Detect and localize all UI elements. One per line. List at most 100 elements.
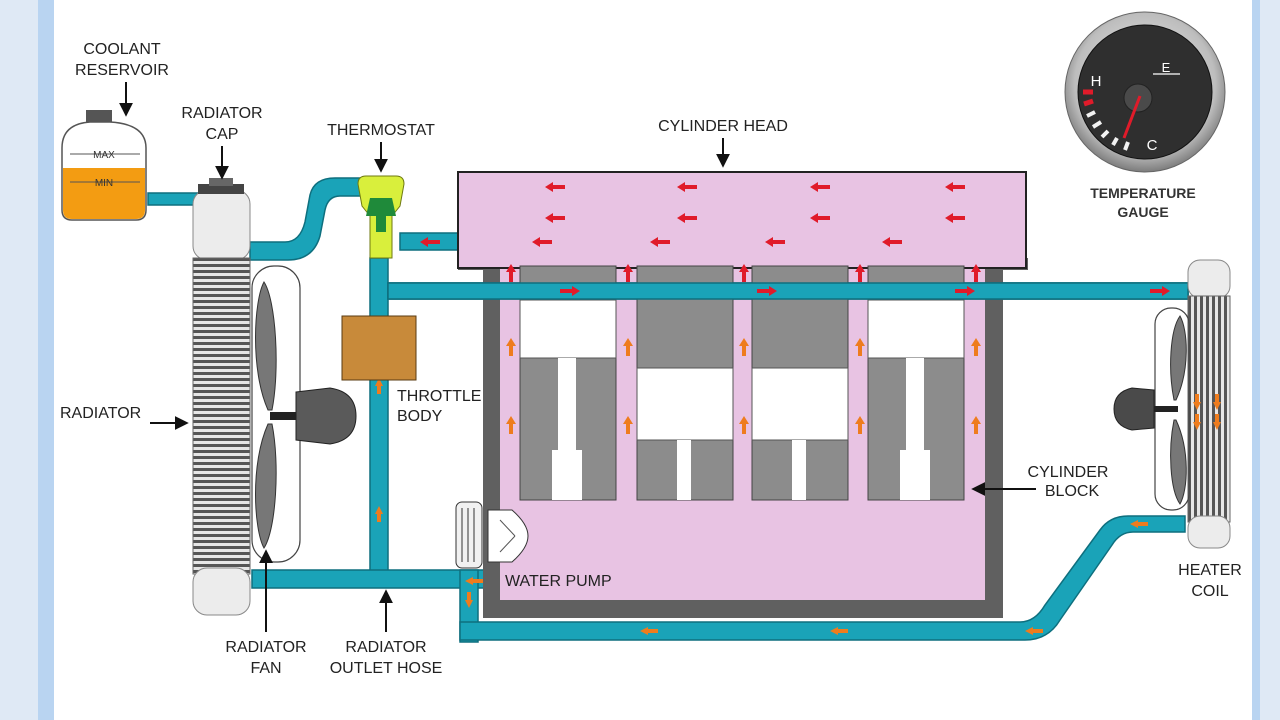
piston-4 <box>867 299 965 359</box>
label-radiator-fan-2: FAN <box>250 660 281 677</box>
flow-arrow <box>465 577 483 585</box>
pump-pulley <box>455 501 483 569</box>
fan-blade-lower <box>255 423 277 549</box>
flow-arrow <box>765 237 785 247</box>
heater-fan-hub <box>1152 406 1178 412</box>
flow-arrow <box>677 213 697 223</box>
flow-arrow <box>677 182 697 192</box>
label-throttle-body-1: THROTTLE <box>397 388 481 405</box>
flow-arrow <box>830 627 848 635</box>
radiator-bottom-tank <box>192 567 251 616</box>
label-radiator-cap-2: CAP <box>206 126 239 143</box>
flow-arrow <box>1193 414 1201 430</box>
temperature-gauge: H C E <box>1064 11 1226 173</box>
reservoir-hose <box>147 192 201 206</box>
flow-arrow <box>506 338 516 356</box>
label-radiator: RADIATOR <box>60 405 141 422</box>
flow-arrow <box>971 264 981 282</box>
fan-hub <box>270 412 296 420</box>
flow-arrow <box>1213 414 1221 430</box>
flow-arrow <box>971 338 981 356</box>
flow-arrow <box>1150 286 1170 296</box>
radiator-fan <box>251 265 357 563</box>
label-temperature-gauge-1: TEMPERATURE <box>1090 185 1196 201</box>
piston-3 <box>751 367 849 441</box>
pump-housing <box>487 509 529 563</box>
max-label: MAX <box>93 150 115 161</box>
flow-arrow <box>506 416 516 434</box>
heater-fan-motor <box>1113 387 1155 431</box>
label-coolant-reservoir-2: RESERVOIR <box>75 62 169 79</box>
left-border-stripe <box>38 0 54 720</box>
flow-arrow <box>1025 627 1043 635</box>
flow-arrow <box>623 338 633 356</box>
label-heater-coil-2: COIL <box>1191 583 1228 600</box>
reservoir-coolant <box>63 168 145 219</box>
label-radiator-outlet-hose-2: OUTLET HOSE <box>330 660 443 677</box>
gauge-coolant-symbol: E <box>1162 60 1171 75</box>
heater-fan-blade-upper <box>1170 315 1187 401</box>
flow-arrow <box>650 237 670 247</box>
gauge-needle <box>1122 95 1142 139</box>
cylinder-2 <box>636 265 734 501</box>
heater-coil <box>1113 259 1231 549</box>
label-coolant-reservoir-1: COOLANT <box>83 41 161 58</box>
flow-arrow <box>882 237 902 247</box>
flow-arrow <box>810 182 830 192</box>
radiator-core <box>192 257 251 575</box>
coolant-reservoir: MAX MIN <box>61 110 147 221</box>
label-cylinder-block-1: CYLINDER <box>1028 464 1109 481</box>
flow-arrow <box>560 286 580 296</box>
flow-arrows-red <box>420 182 1170 296</box>
cylinder-3 <box>751 265 849 501</box>
label-temperature-gauge-2: GAUGE <box>1117 204 1168 220</box>
flow-arrow <box>506 264 516 282</box>
left-border <box>0 0 38 720</box>
flow-arrow <box>532 237 552 247</box>
flow-arrow <box>420 237 440 247</box>
flow-arrow <box>1130 520 1148 528</box>
throttle-body <box>341 315 417 381</box>
label-radiator-cap-1: RADIATOR <box>181 105 262 122</box>
flow-arrow <box>545 213 565 223</box>
min-label: MIN <box>95 178 113 189</box>
radiator-inlet-hose <box>249 177 363 261</box>
flow-arrow <box>855 264 865 282</box>
flow-arrow <box>855 416 865 434</box>
flow-arrow <box>945 182 965 192</box>
heater-core <box>1187 295 1231 523</box>
label-radiator-outlet-hose-1: RADIATOR <box>345 639 426 656</box>
radiator-outlet-hose-pipe <box>251 569 487 589</box>
flow-arrow <box>739 338 749 356</box>
flow-arrow <box>375 378 383 394</box>
flow-arrow <box>739 416 749 434</box>
label-cylinder-head: CYLINDER HEAD <box>658 118 788 135</box>
right-border-stripe <box>1252 0 1260 720</box>
heater-bottom-tank <box>1187 515 1231 549</box>
cylinder-head <box>457 171 1027 269</box>
fan-motor <box>295 387 357 445</box>
flow-arrow <box>810 213 830 223</box>
radiator-cap-body <box>198 184 244 194</box>
fan-blade-upper <box>255 281 277 411</box>
heater-fan-blade-lower <box>1170 419 1187 505</box>
reservoir-cap <box>86 110 112 124</box>
flow-arrow <box>945 213 965 223</box>
label-water-pump: WATER PUMP <box>505 573 612 590</box>
flow-arrow <box>855 338 865 356</box>
flow-arrows-orange <box>375 338 1148 635</box>
heater-return-hose <box>459 515 1186 641</box>
flow-arrow <box>971 416 981 434</box>
cylinder-1 <box>519 265 617 501</box>
flow-arrow <box>1193 394 1201 410</box>
flow-arrow <box>465 592 473 608</box>
engine <box>387 171 1189 618</box>
piston-2 <box>636 367 734 441</box>
label-cylinder-block-2: BLOCK <box>1045 483 1100 500</box>
label-radiator-fan-1: RADIATOR <box>225 639 306 656</box>
flow-arrow <box>623 264 633 282</box>
piston-1 <box>519 299 617 359</box>
label-throttle-body-2: BODY <box>397 408 443 425</box>
label-thermostat: THERMOSTAT <box>327 122 435 139</box>
flow-arrow <box>739 264 749 282</box>
